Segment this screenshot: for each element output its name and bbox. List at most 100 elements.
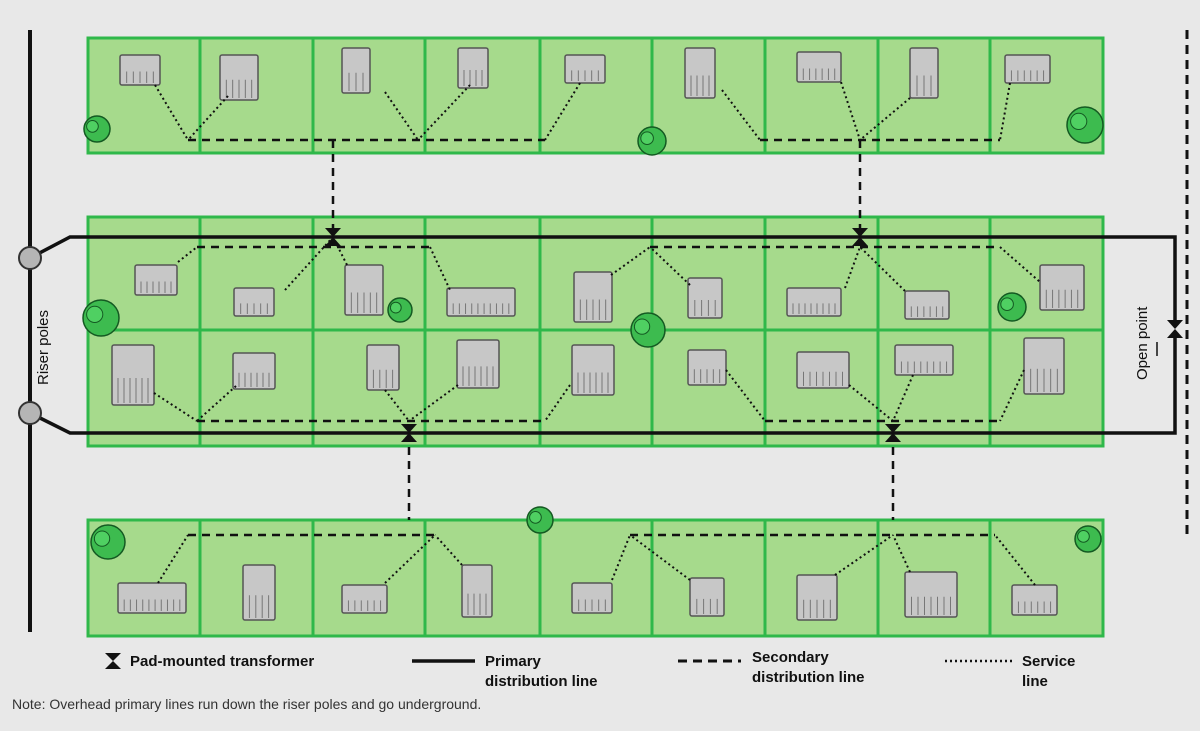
service-line-15: [649, 246, 691, 286]
house-bottom-5-roof: [571, 582, 613, 614]
service-line-10: [177, 246, 198, 263]
house-top-5: [564, 54, 606, 84]
house-bottom-6-roof: [689, 577, 725, 617]
house-mid-upper-9: [1039, 264, 1085, 311]
house-top-7-roof: [796, 51, 842, 83]
service-line-31: [611, 534, 631, 581]
tree-8-leaf: [529, 511, 542, 524]
house-mid-lower-4: [456, 339, 500, 389]
transformer-open-point-top: [1167, 320, 1183, 329]
tree-10-leaf: [1077, 530, 1090, 543]
legend-secondary-label-2: distribution line: [752, 669, 865, 686]
house-mid-lower-6: [687, 349, 727, 386]
transformer-3-top: [401, 424, 417, 433]
service-line-34: [892, 534, 911, 573]
tree-2: [637, 126, 667, 156]
service-line-8: [859, 97, 911, 141]
transformer-open-point: [1167, 320, 1183, 338]
primary-line-upper: [29, 235, 1177, 322]
house-mid-lower-5-roof: [571, 344, 615, 396]
house-mid-lower-1-roof: [111, 344, 155, 406]
service-line-20: [196, 385, 237, 422]
service-line-23: [544, 384, 571, 422]
tree-10: [1074, 525, 1102, 553]
tree-7: [997, 292, 1027, 322]
house-mid-upper-2-roof: [233, 287, 275, 317]
house-top-9-roof: [1004, 54, 1051, 84]
riser-pole-top: [18, 246, 42, 270]
house-bottom-9: [1011, 584, 1058, 616]
tree-8: [526, 506, 554, 534]
transformer-2-top: [852, 228, 868, 237]
house-bottom-5: [571, 582, 613, 614]
house-mid-lower-2: [232, 352, 276, 390]
house-mid-upper-5-roof: [573, 271, 613, 323]
service-line-16: [844, 246, 861, 289]
house-mid-upper-4-roof: [446, 287, 516, 317]
transformer-4-bottom: [885, 433, 901, 442]
legend-service-label-1: Service: [1022, 653, 1075, 670]
transformer-3-bottom: [401, 433, 417, 442]
tree-4-leaf: [86, 305, 104, 323]
transformer-1-top: [325, 228, 341, 237]
house-mid-upper-8: [904, 290, 950, 320]
riser-pole-bottom: [18, 401, 42, 425]
tree-3: [1066, 106, 1104, 144]
house-top-2-roof: [219, 54, 259, 101]
house-mid-lower-9-roof: [1023, 337, 1065, 395]
tree-3-leaf: [1070, 112, 1088, 131]
house-bottom-1: [117, 582, 187, 614]
house-top-4-roof: [457, 47, 489, 89]
house-top-5-roof: [564, 54, 606, 84]
house-top-1: [119, 54, 161, 86]
riser-poles-label: Riser poles: [35, 310, 52, 385]
house-mid-upper-5: [573, 271, 613, 323]
house-top-7: [796, 51, 842, 83]
tree-9-leaf: [93, 530, 111, 547]
house-bottom-7: [796, 574, 838, 621]
house-bottom-2: [242, 564, 276, 621]
tree-6-leaf: [633, 318, 651, 335]
house-top-3: [341, 47, 371, 94]
house-bottom-4: [461, 564, 493, 618]
house-top-9: [1004, 54, 1051, 84]
house-bottom-1-roof: [117, 582, 187, 614]
house-mid-lower-3: [366, 344, 400, 391]
house-top-2: [219, 54, 259, 101]
service-line-26: [892, 374, 914, 422]
house-top-6-roof: [684, 47, 716, 99]
service-line-6: [721, 89, 761, 141]
house-mid-lower-2-roof: [232, 352, 276, 390]
house-mid-lower-9: [1023, 337, 1065, 395]
footnote: Note: Overhead primary lines run down th…: [12, 696, 482, 712]
house-mid-upper-1: [134, 264, 178, 296]
house-top-6: [684, 47, 716, 99]
house-mid-lower-5: [571, 344, 615, 396]
legend-transformer-label: Pad-mounted transformer: [130, 653, 314, 670]
house-mid-upper-3: [344, 264, 384, 316]
house-bottom-3-roof: [341, 584, 388, 614]
transformer-1: [325, 228, 341, 246]
house-mid-lower-8: [894, 344, 954, 376]
house-mid-lower-7: [796, 351, 850, 389]
transformer-2: [852, 228, 868, 246]
house-mid-lower-8-roof: [894, 344, 954, 376]
tree-6: [630, 312, 666, 348]
house-mid-lower-6-roof: [687, 349, 727, 386]
service-line-1: [154, 84, 189, 141]
house-mid-upper-6-roof: [687, 277, 723, 319]
tree-7-leaf: [1000, 297, 1014, 312]
tree-4: [82, 299, 120, 337]
house-mid-upper-9-roof: [1039, 264, 1085, 311]
house-bottom-3: [341, 584, 388, 614]
service-line-7: [840, 81, 861, 141]
legend-primary-label-1: Primary: [485, 653, 542, 670]
legend: Pad-mounted transformer Primary distribu…: [105, 649, 1075, 690]
tree-5: [387, 297, 413, 323]
service-line-22: [408, 384, 459, 422]
house-bottom-2-roof: [242, 564, 276, 621]
transformer-4: [885, 424, 901, 442]
primary-line-lower: [29, 336, 1177, 435]
